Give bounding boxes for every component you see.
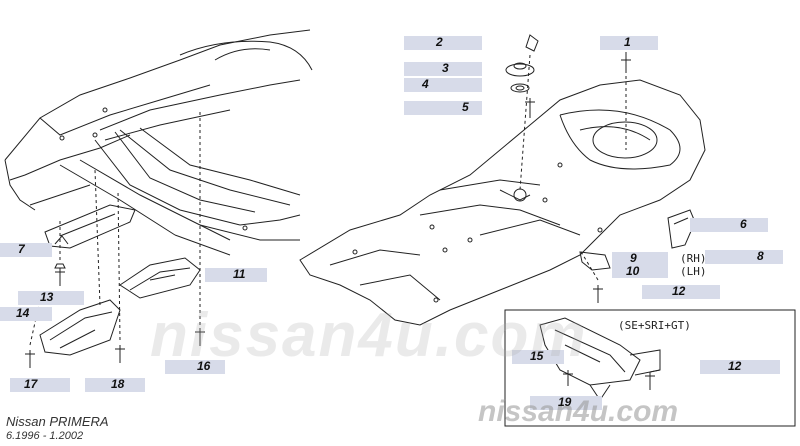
part-9-10-bracket	[579, 251, 611, 271]
callout-3: 3	[442, 61, 449, 75]
callout-11: 11	[233, 267, 246, 281]
watermark-center: nissan4u.com	[150, 301, 588, 370]
callout-boxes	[0, 36, 783, 410]
variant-inset-box	[504, 309, 796, 427]
part-11-bracket	[119, 257, 201, 299]
callout-14: 14	[16, 306, 30, 320]
watermark-corner: nissan4u.com	[478, 395, 679, 428]
callout-17: 17	[24, 377, 38, 391]
callout-2: 2	[436, 35, 443, 49]
callout-18: 18	[111, 377, 125, 391]
callout-6: 6	[740, 217, 747, 231]
side-rh-label: (RH)	[680, 252, 707, 265]
floor-panel	[299, 79, 706, 326]
callout-4: 4	[422, 77, 429, 91]
callout-19: 19	[558, 395, 572, 409]
callout-9: 9	[630, 251, 637, 265]
bolts	[25, 34, 729, 390]
callout-5: 5	[462, 100, 469, 114]
part-7-bracket	[44, 204, 136, 249]
variant-label: (SE+SRI+GT)	[618, 319, 691, 332]
callout-16: 16	[197, 359, 211, 373]
callout-8: 8	[757, 249, 764, 263]
callout-1: 1	[624, 35, 631, 49]
footer-model: Nissan PRIMERA	[6, 414, 109, 429]
callout-7: 7	[18, 242, 25, 256]
rear-body-assembly	[4, 29, 313, 256]
callout-10: 10	[626, 264, 640, 278]
callout-13: 13	[40, 290, 54, 304]
footer-years: 6.1996 - 1.2002	[6, 430, 84, 442]
part-3-4-mount	[505, 62, 535, 93]
side-lh-label: (LH)	[680, 265, 707, 278]
callout-15: 15	[530, 349, 544, 363]
callout-12b: 12	[728, 359, 742, 373]
part-6-cover	[667, 209, 696, 249]
part-14-bracket	[39, 299, 121, 356]
callout-12a: 12	[672, 284, 686, 298]
